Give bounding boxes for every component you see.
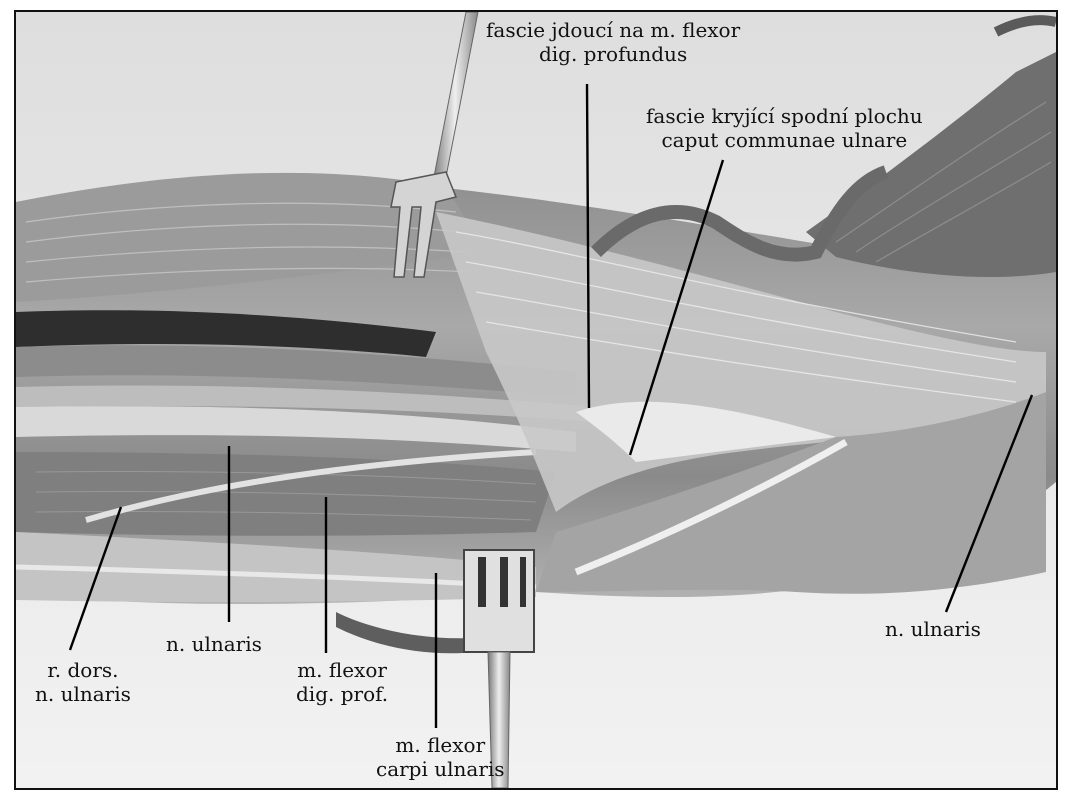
label-line: dig. profundus	[538, 42, 688, 66]
forceps-bottom	[463, 549, 535, 788]
dissection-photo	[14, 10, 1058, 790]
label-line: n. ulnaris	[885, 617, 981, 641]
label-m-flexor-dig: m. flexor dig. prof.	[296, 658, 388, 706]
label-line: carpi ulnaris	[376, 757, 505, 781]
label-line: n. ulnaris	[35, 682, 131, 706]
label-line: fascie kryjící spodní plochu	[646, 104, 923, 128]
label-line: n. ulnaris	[166, 632, 262, 656]
label-line: fascie jdoucí na m. flexor	[486, 18, 741, 42]
label-line: m. flexor	[395, 733, 486, 757]
label-line: caput communae ulnare	[661, 128, 908, 152]
label-m-flexor-carpi: m. flexor carpi ulnaris	[376, 733, 505, 781]
forceps-top	[390, 12, 479, 278]
label-n-ulnaris-center: n. ulnaris	[166, 632, 262, 656]
label-line: m. flexor	[297, 658, 387, 682]
label-line: dig. prof.	[296, 682, 389, 706]
label-r-dors: r. dors. n. ulnaris	[35, 658, 131, 706]
label-fascie-jdouci: fascie jdoucí na m. flexor dig. profundu…	[486, 18, 740, 66]
label-line: r. dors.	[47, 658, 119, 682]
forearm-dissection-image	[16, 12, 1056, 788]
label-n-ulnaris-right: n. ulnaris	[885, 617, 981, 641]
label-fascie-kryjici: fascie kryjící spodní plochu caput commu…	[646, 104, 923, 152]
